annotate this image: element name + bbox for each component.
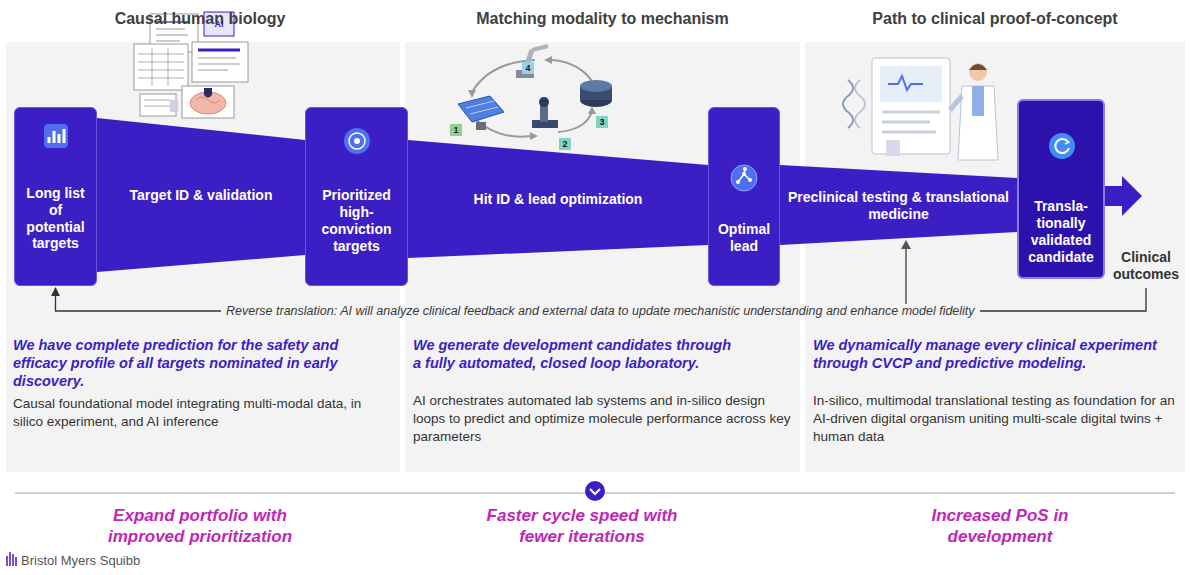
stage-box: Prioritized high-conviction targets — [305, 107, 408, 286]
node-text: Optimal lead — [712, 221, 776, 255]
feedback-arrowhead — [901, 240, 911, 249]
column-heading: Matching modality to mechanism — [405, 10, 800, 28]
node-text: Hit ID & lead optimization — [474, 191, 643, 208]
callout-number: 1 — [450, 124, 462, 136]
logo-mark — [6, 552, 17, 566]
stage-box: Long list of potential targets — [14, 107, 97, 286]
node-text: Target ID & validation — [130, 187, 273, 204]
stage-icon — [41, 121, 71, 151]
lab-cycle-illustration — [450, 46, 612, 150]
node-text: Preclinical testing & translational medi… — [788, 189, 1009, 223]
feedback-arrow — [905, 248, 907, 311]
connector-label: Reverse translation: AI will analyze cli… — [221, 304, 980, 318]
icon-label: AI — [204, 16, 234, 32]
funnel-band: Target ID & validation — [97, 118, 305, 273]
statement-heading: We generate development candidates throu… — [413, 336, 743, 372]
chevron-symbol — [590, 489, 600, 494]
column-heading: Causal human biology — [0, 10, 400, 28]
statement-body: In-silico, multimodal translational test… — [813, 392, 1179, 447]
outcome-text: Expand portfolio with improved prioritiz… — [75, 505, 325, 548]
clinician-illustration — [843, 58, 998, 160]
callout-number: 2 — [559, 138, 571, 150]
chevron-button — [585, 481, 605, 501]
statement-heading: We dynamically manage every clinical exp… — [813, 336, 1173, 372]
band-fill — [408, 140, 708, 258]
node-text: Prioritized high-conviction targets — [310, 187, 403, 254]
band-fill — [780, 165, 1017, 245]
outcome-text: Faster cycle speed with fewer iterations — [467, 505, 697, 548]
documents-illustration — [134, 12, 248, 118]
feedback-connector — [56, 288, 1147, 311]
band-fill — [97, 118, 305, 272]
flow-arrowhead — [1105, 176, 1142, 216]
node-text: Clinical outcomes — [1106, 249, 1186, 283]
node-text: Long list of potential targets — [19, 185, 92, 252]
funnel-band: Hit ID & lead optimization — [408, 140, 708, 258]
column-panel — [405, 42, 800, 472]
logo-text: Bristol Myers Squibb — [21, 553, 221, 568]
statement-body: Causal foundational model integrating mu… — [13, 395, 391, 431]
outcome-node: Clinical outcomes — [1106, 246, 1186, 286]
node-text: Transla-tionally validated candidate — [1025, 198, 1097, 265]
outcome-text: Increased PoS in development — [915, 505, 1085, 548]
funnel-band: Preclinical testing & translational medi… — [780, 165, 1017, 245]
stage-icon — [1047, 131, 1077, 161]
statement-body: AI orchestrates automated lab systems an… — [413, 392, 791, 447]
candidate-box: Transla-tionally validated candidate — [1017, 99, 1105, 279]
callout-number: 3 — [596, 116, 608, 128]
column-panel — [805, 42, 1185, 472]
stage-icon — [729, 163, 759, 193]
callout-number: 4 — [522, 62, 534, 74]
stage-box: Optimal lead — [708, 107, 780, 286]
statement-heading: We have complete prediction for the safe… — [13, 336, 343, 390]
column-heading: Path to clinical proof-of-concept — [800, 10, 1190, 28]
stage-icon — [342, 126, 372, 156]
